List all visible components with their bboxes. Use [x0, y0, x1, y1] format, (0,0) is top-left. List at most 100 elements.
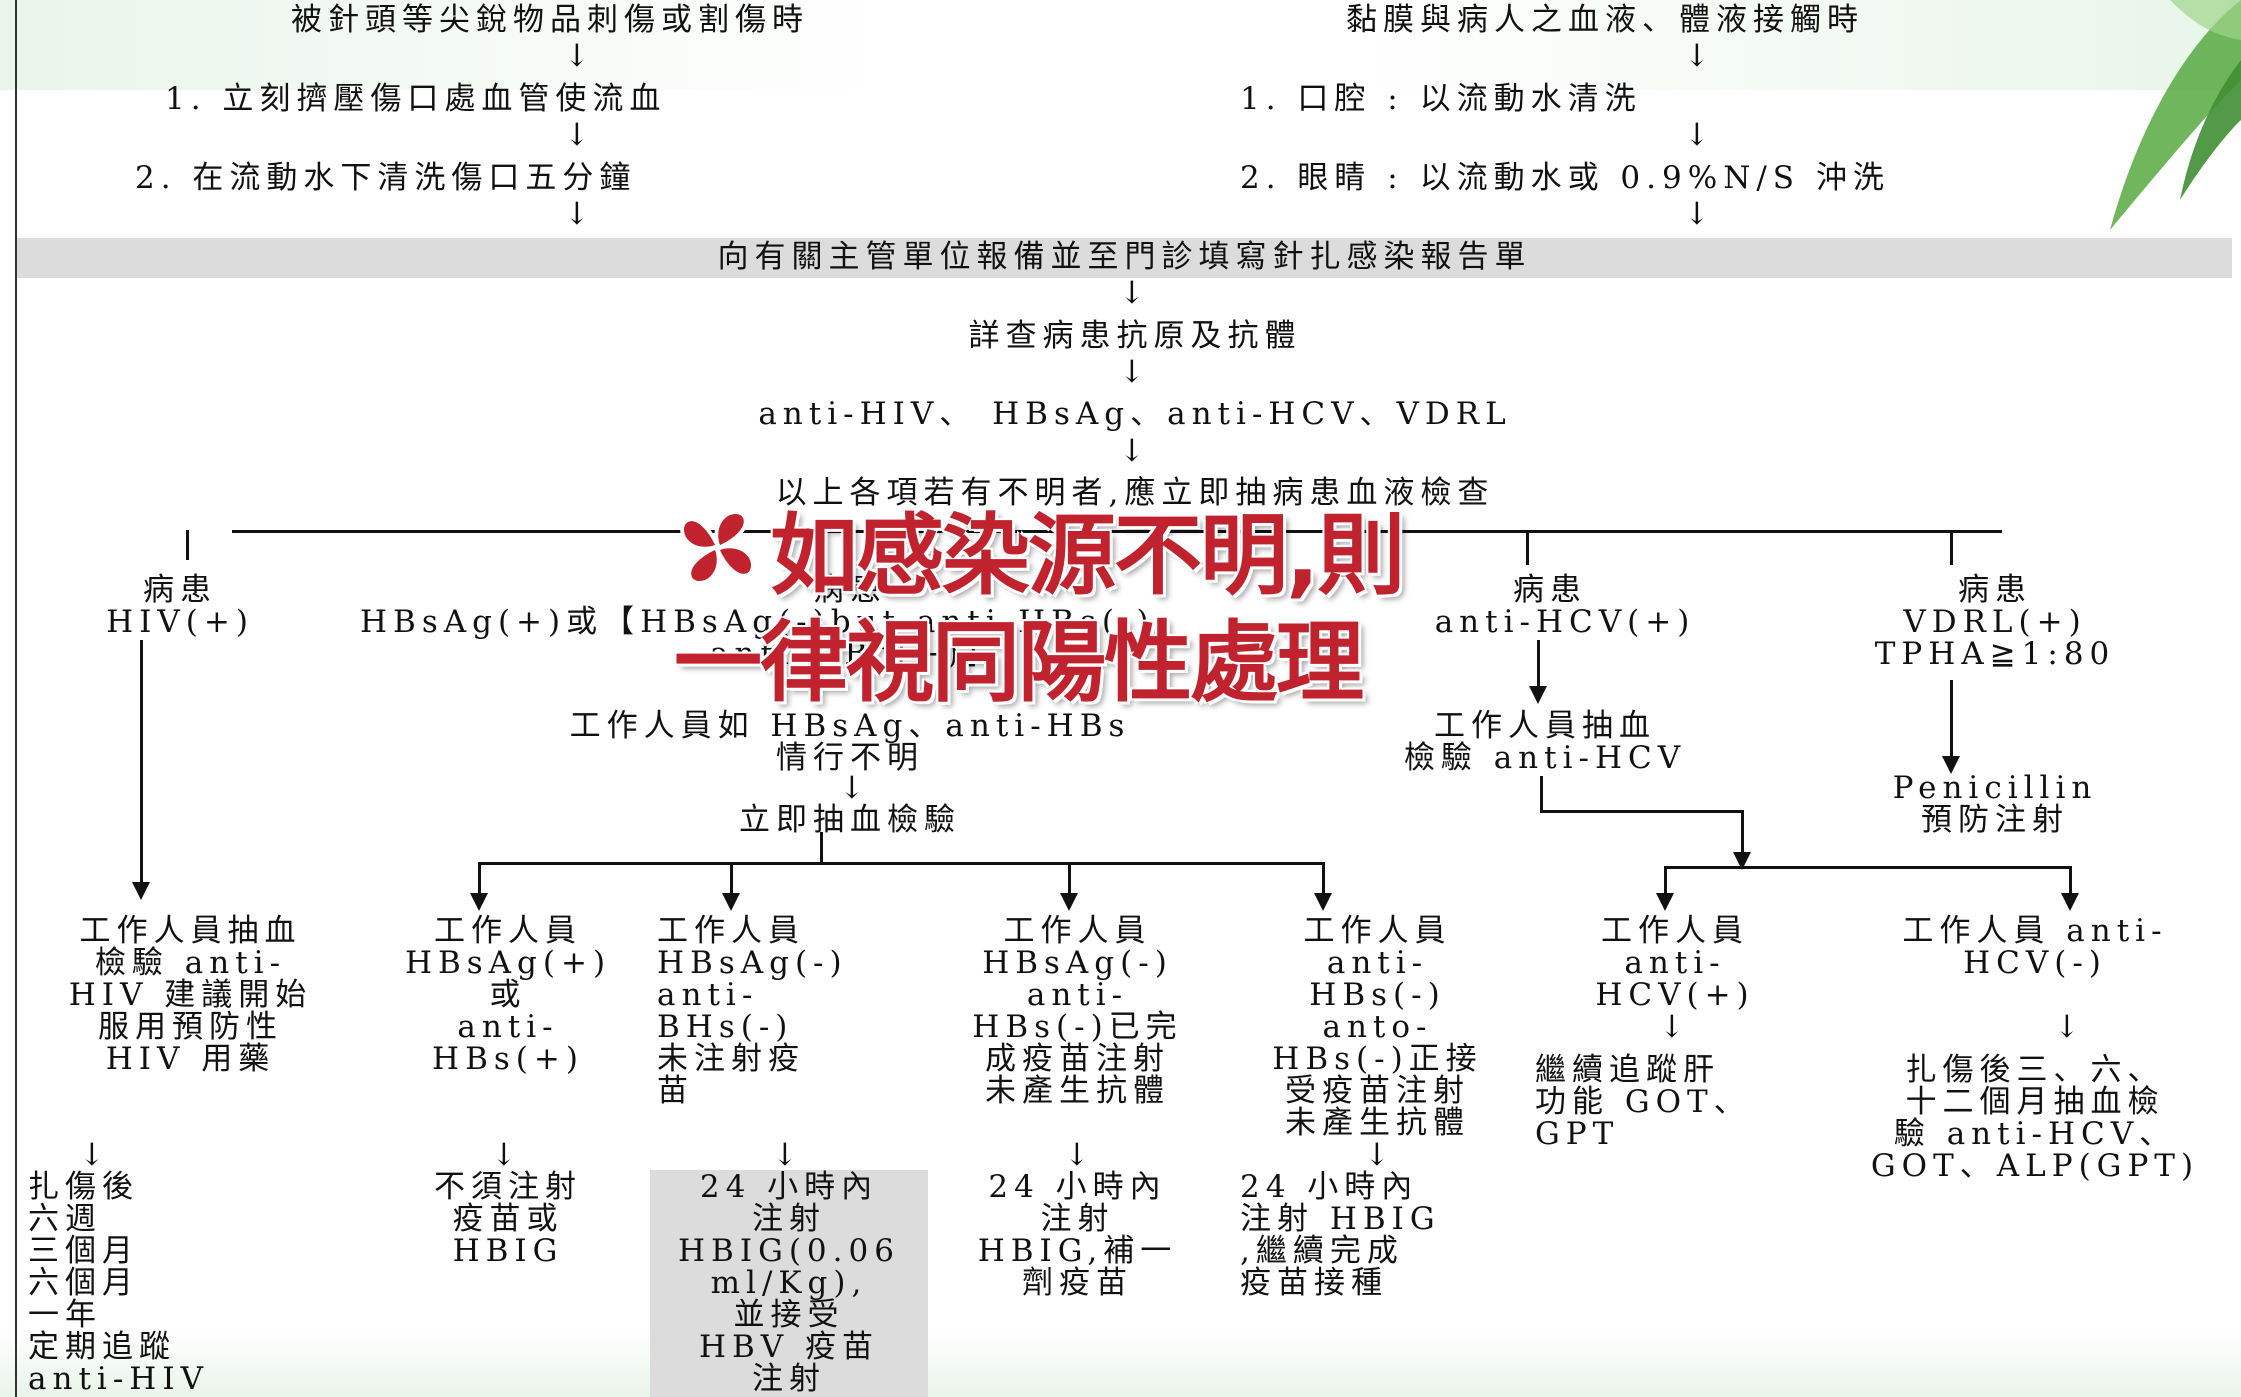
case-hbv3-line: anti-	[1026, 977, 1129, 1013]
vdrl-tpha: TPHA≧1:80	[1874, 636, 2116, 672]
case-hbv4-line: 未產生抗體	[1285, 1105, 1470, 1141]
case-hcv1-line: 工作人員	[1601, 913, 1749, 949]
case-hbv4-line: anti-	[1326, 945, 1429, 981]
case-hbv3-line: 成疫苗注射	[985, 1041, 1170, 1077]
case-hbv2-line: BHs(-)	[657, 1009, 794, 1045]
background-wash-bottom	[0, 1330, 2241, 1397]
result-hbv1-line: 不須注射	[434, 1169, 582, 1205]
flow-arrow: ↓	[772, 1137, 804, 1173]
report-bar-text: 向有關主管單位報備並至門診填寫針扎感染報告單	[717, 239, 1532, 275]
flow-arrow: ↓	[564, 117, 596, 153]
hcv-distribution-line	[1664, 866, 2072, 869]
case-hbv3-line: HBs(-)已完	[972, 1009, 1183, 1045]
result-hbv2-line: 24 小時內	[699, 1169, 879, 1205]
hbv-drop	[730, 862, 733, 898]
hbv-patient-status: HBsAg(+)或【HBsAg(-)but anti-HBs(-)	[360, 604, 1155, 640]
branch-tick	[1526, 530, 1529, 565]
case-hbv1-line: HBs(+)	[432, 1041, 584, 1077]
flow-arrow: ↓	[1064, 1137, 1096, 1173]
branch-line	[232, 530, 2002, 533]
unknown-note: 以上各項若有不明者,應立即抽病患血液檢查	[775, 475, 1495, 511]
arrow-head-icon	[1733, 852, 1751, 870]
result-hbv1-line: HBIG	[452, 1233, 564, 1269]
flow-arrow: ↓	[1119, 275, 1151, 311]
arrow-head-icon	[1942, 756, 1960, 774]
case-hbv4-line: 工作人員	[1303, 913, 1452, 949]
needle-injury-title: 被針頭等尖銳物品刺傷或割傷時	[291, 2, 809, 38]
flow-arrow: ↓	[491, 1137, 523, 1173]
result-hbv4-line: 注射 HBIG	[1240, 1201, 1441, 1237]
left-step-1: 1. 立刻擠壓傷口處血管使流血	[165, 81, 667, 117]
arrow-head-icon	[1314, 893, 1332, 911]
case-hbv3-line: HBsAg(-)	[982, 945, 1173, 981]
hcv-patient-status: anti-HCV(+)	[1434, 604, 1696, 640]
case-hbv1-line: 或	[489, 977, 527, 1013]
case-hbv2-line: anti-	[657, 977, 759, 1013]
flow-arrow: ↓	[839, 770, 871, 806]
result-hbv2-highlight	[650, 1170, 928, 1397]
hcv-stem-2	[1741, 810, 1744, 858]
penicillin-prophylaxis: 預防注射	[1921, 802, 2069, 838]
case-hbv3-line: 工作人員	[1003, 913, 1152, 949]
result-hiv-line: 一年	[28, 1297, 102, 1333]
arrow-head-icon	[722, 893, 740, 911]
case-hiv-line: HIV 用藥	[105, 1041, 276, 1077]
case-hbv4-line: HBs(-)正接	[1272, 1041, 1483, 1077]
case-hbv4-line: HBs(-)	[1309, 977, 1446, 1013]
hbv-stem	[820, 832, 823, 865]
arrow-head-icon	[1656, 893, 1674, 911]
branch-tick	[1950, 530, 1953, 565]
result-hiv-line: 六週	[28, 1201, 102, 1237]
result-hbv2-line: HBV 疫苗	[698, 1329, 880, 1365]
mucosa-exposure-title: 黏膜與病人之血液、體液接觸時	[1346, 2, 1864, 38]
case-hbv2-line: 工作人員	[657, 913, 805, 949]
case-hbv1-line: anti-	[457, 1009, 559, 1045]
case-hcv1-line: HCV(+)	[1595, 977, 1755, 1013]
hcv-arrow-line	[1537, 640, 1540, 690]
arrow-head-icon	[1529, 686, 1547, 704]
hbv-drop	[478, 862, 481, 898]
branch-tick	[186, 530, 189, 560]
case-hiv-line: 檢驗 anti-	[94, 945, 287, 981]
case-hiv-line: HIV 建議開始	[68, 977, 313, 1013]
hbv-staff-unknown: 工作人員如 HBsAg、anti-HBs	[569, 708, 1131, 744]
hcv-stem	[1540, 776, 1543, 813]
case-hbv4-line: 受疫苗注射	[1285, 1073, 1470, 1109]
hiv-patient-label: 病患	[143, 572, 217, 608]
unknown-source-callout: 如感染源不明,則 一律視同陽性處理	[670, 480, 1570, 714]
callout-line-1: 如感染源不明,則	[770, 504, 1405, 607]
hiv-patient-status: HIV(+)	[106, 604, 254, 640]
result-hbv1-line: 疫苗或	[452, 1201, 564, 1237]
case-hbv1-line: 工作人員	[434, 913, 582, 949]
result-hbv2-line: 注射	[752, 1361, 826, 1397]
arrow-head-icon	[470, 893, 488, 911]
result-hiv-line: 扎傷後	[28, 1169, 139, 1205]
flow-arrow: ↓	[1364, 1137, 1396, 1173]
result-hbv4-line: 疫苗接種	[1240, 1265, 1388, 1301]
flow-arrow: ↓	[1119, 433, 1151, 469]
result-hbv2-line: HBIG(0.06	[678, 1233, 900, 1269]
flow-arrow: ↓	[1684, 196, 1716, 232]
result-hiv-line: anti-HIV	[28, 1361, 209, 1397]
callout-line-2: 一律視同陽性處理	[674, 611, 1364, 714]
flow-arrow: ↓	[1684, 117, 1716, 153]
result-hcv2-line: 十二個月抽血檢	[1905, 1084, 2165, 1120]
case-hbv1-line: HBsAg(+)	[404, 945, 612, 981]
result-hiv-line: 六個月	[28, 1265, 139, 1301]
flow-arrow: ↓	[564, 38, 596, 74]
result-hbv4-line: 24 小時內	[1240, 1169, 1419, 1205]
hbv-patient-label: 病患	[813, 572, 887, 608]
flow-arrow: ↓	[1119, 354, 1151, 390]
result-hcv1-line: 繼續追蹤肝	[1535, 1052, 1720, 1088]
antigen-list: anti-HIV、 HBsAg、anti-HCV、VDRL	[758, 396, 1512, 432]
result-hcv2-line: GOT、ALP(GPT)	[1870, 1148, 2200, 1184]
flow-arrow: ↓	[79, 1137, 111, 1173]
result-hcv1-line: GPT	[1535, 1116, 1620, 1152]
hiv-arrow-line	[140, 640, 143, 885]
hbv-staff-unknown-2: 情行不明	[776, 740, 924, 776]
check-title: 詳查病患抗原及抗體	[968, 318, 1302, 354]
hbv-draw-blood: 立即抽血檢驗	[739, 802, 961, 838]
result-hiv-line: 定期追蹤	[28, 1329, 176, 1365]
left-step-2: 2. 在流動水下清洗傷口五分鐘	[135, 160, 637, 196]
hcv-drop	[1664, 866, 1667, 898]
